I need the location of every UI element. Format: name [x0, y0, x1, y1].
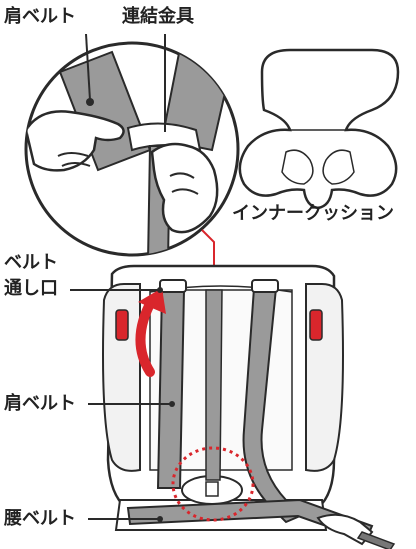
- shoulder-belt-pointer-dot: [86, 98, 94, 106]
- label-belt-slot-line2: 通し口: [4, 278, 58, 300]
- belt-slot-left: [160, 280, 186, 292]
- label-lap-belt: 腰ベルト: [4, 508, 76, 530]
- car-seat-body: [103, 266, 343, 530]
- label-shoulder-belt-side: 肩ベルト: [4, 393, 76, 415]
- inner-cushion-shape: [240, 50, 398, 208]
- label-belt-slot-line1: ベルト: [4, 252, 58, 274]
- shoulder-belt-left: [158, 290, 184, 488]
- detail-zoom-circle: [26, 34, 238, 262]
- label-inner-cushion: インナークッション: [232, 203, 394, 225]
- belt-slot-right: [252, 280, 278, 292]
- label-shoulder-belt-top: 肩ベルト: [4, 6, 76, 28]
- center-strap: [206, 290, 222, 480]
- latch-tongue: [358, 532, 394, 549]
- label-connector: 連結金具: [122, 6, 194, 28]
